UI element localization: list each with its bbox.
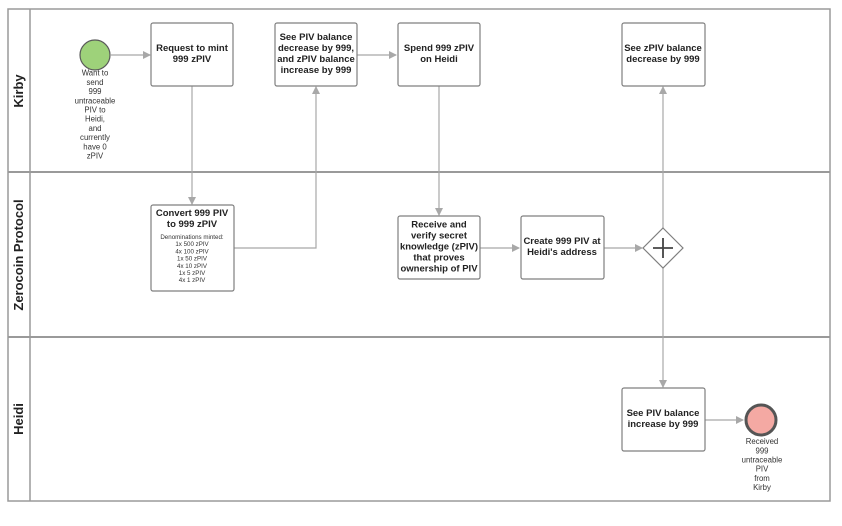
text-line: 999 zPIV [173,54,212,65]
start-event [79,39,111,71]
lane-title-heidi: Heidi [11,403,26,435]
text-line: Convert 999 PIV [156,208,229,219]
text-line: decrease by 999, [278,43,354,54]
text-line: 4x 100 zPIV [175,248,209,255]
text-line: Received [746,437,779,446]
text-line: 999 [755,446,768,455]
text-line: untraceable [742,455,783,464]
flow-convert-to-see-piv [234,86,320,249]
text-line: Denominations minted: [160,234,224,241]
text-line: Request to mint [156,43,229,54]
text-line: See PIV balance [280,32,353,43]
text-line: 999 [88,87,101,96]
text-line: zPIV [87,151,104,160]
text-line: Create 999 PIV at [523,236,601,247]
text-line: send [87,78,104,87]
text-line: verify secret [411,231,468,242]
text-line: 1x 5 zPIV [179,270,206,277]
text-line: and [88,124,101,133]
text-line: that proves [413,253,464,264]
text-line: on Heidi [420,54,457,65]
text-line: 1x 50 zPIV [177,256,208,263]
lane-title-zerocoin: Zerocoin Protocol [11,199,26,310]
text-line: PIV to [84,105,106,114]
text-line: Receive and [411,220,467,231]
text-line: PIV [756,465,769,474]
text-line: See PIV balance [627,408,700,419]
parallel-gateway [642,227,684,269]
text-line: to 999 zPIV [167,219,218,230]
end-event [744,403,778,437]
text-line: 4x 1 zPIV [179,277,206,284]
text-line: increase by 999 [628,419,699,430]
text-line: Kirby [753,483,771,492]
text-line: increase by 999 [281,65,352,76]
text-line: Want to [82,69,109,78]
text-line: Spend 999 zPIV [404,43,475,54]
text-line: untraceable [75,96,116,105]
lane-title-kirby: Kirby [11,74,26,108]
text-line: Heidi's address [527,247,597,258]
text-line: currently [80,133,110,142]
text-line: 4x 10 zPIV [177,263,208,270]
text-line: and zPIV balance [277,54,355,65]
text-line: decrease by 999 [626,54,699,65]
flow-connectors [111,51,744,424]
text-line: knowledge (zPIV) [400,242,478,253]
text-line: ownership of PIV [400,264,478,275]
plus-icon [653,238,673,258]
text-line: 1x 500 zPIV [175,241,209,248]
text-line: from [754,474,770,483]
text-line: See zPIV balance [624,43,702,54]
text-line: Heidi, [85,115,105,124]
text-line: have 0 [83,142,107,151]
